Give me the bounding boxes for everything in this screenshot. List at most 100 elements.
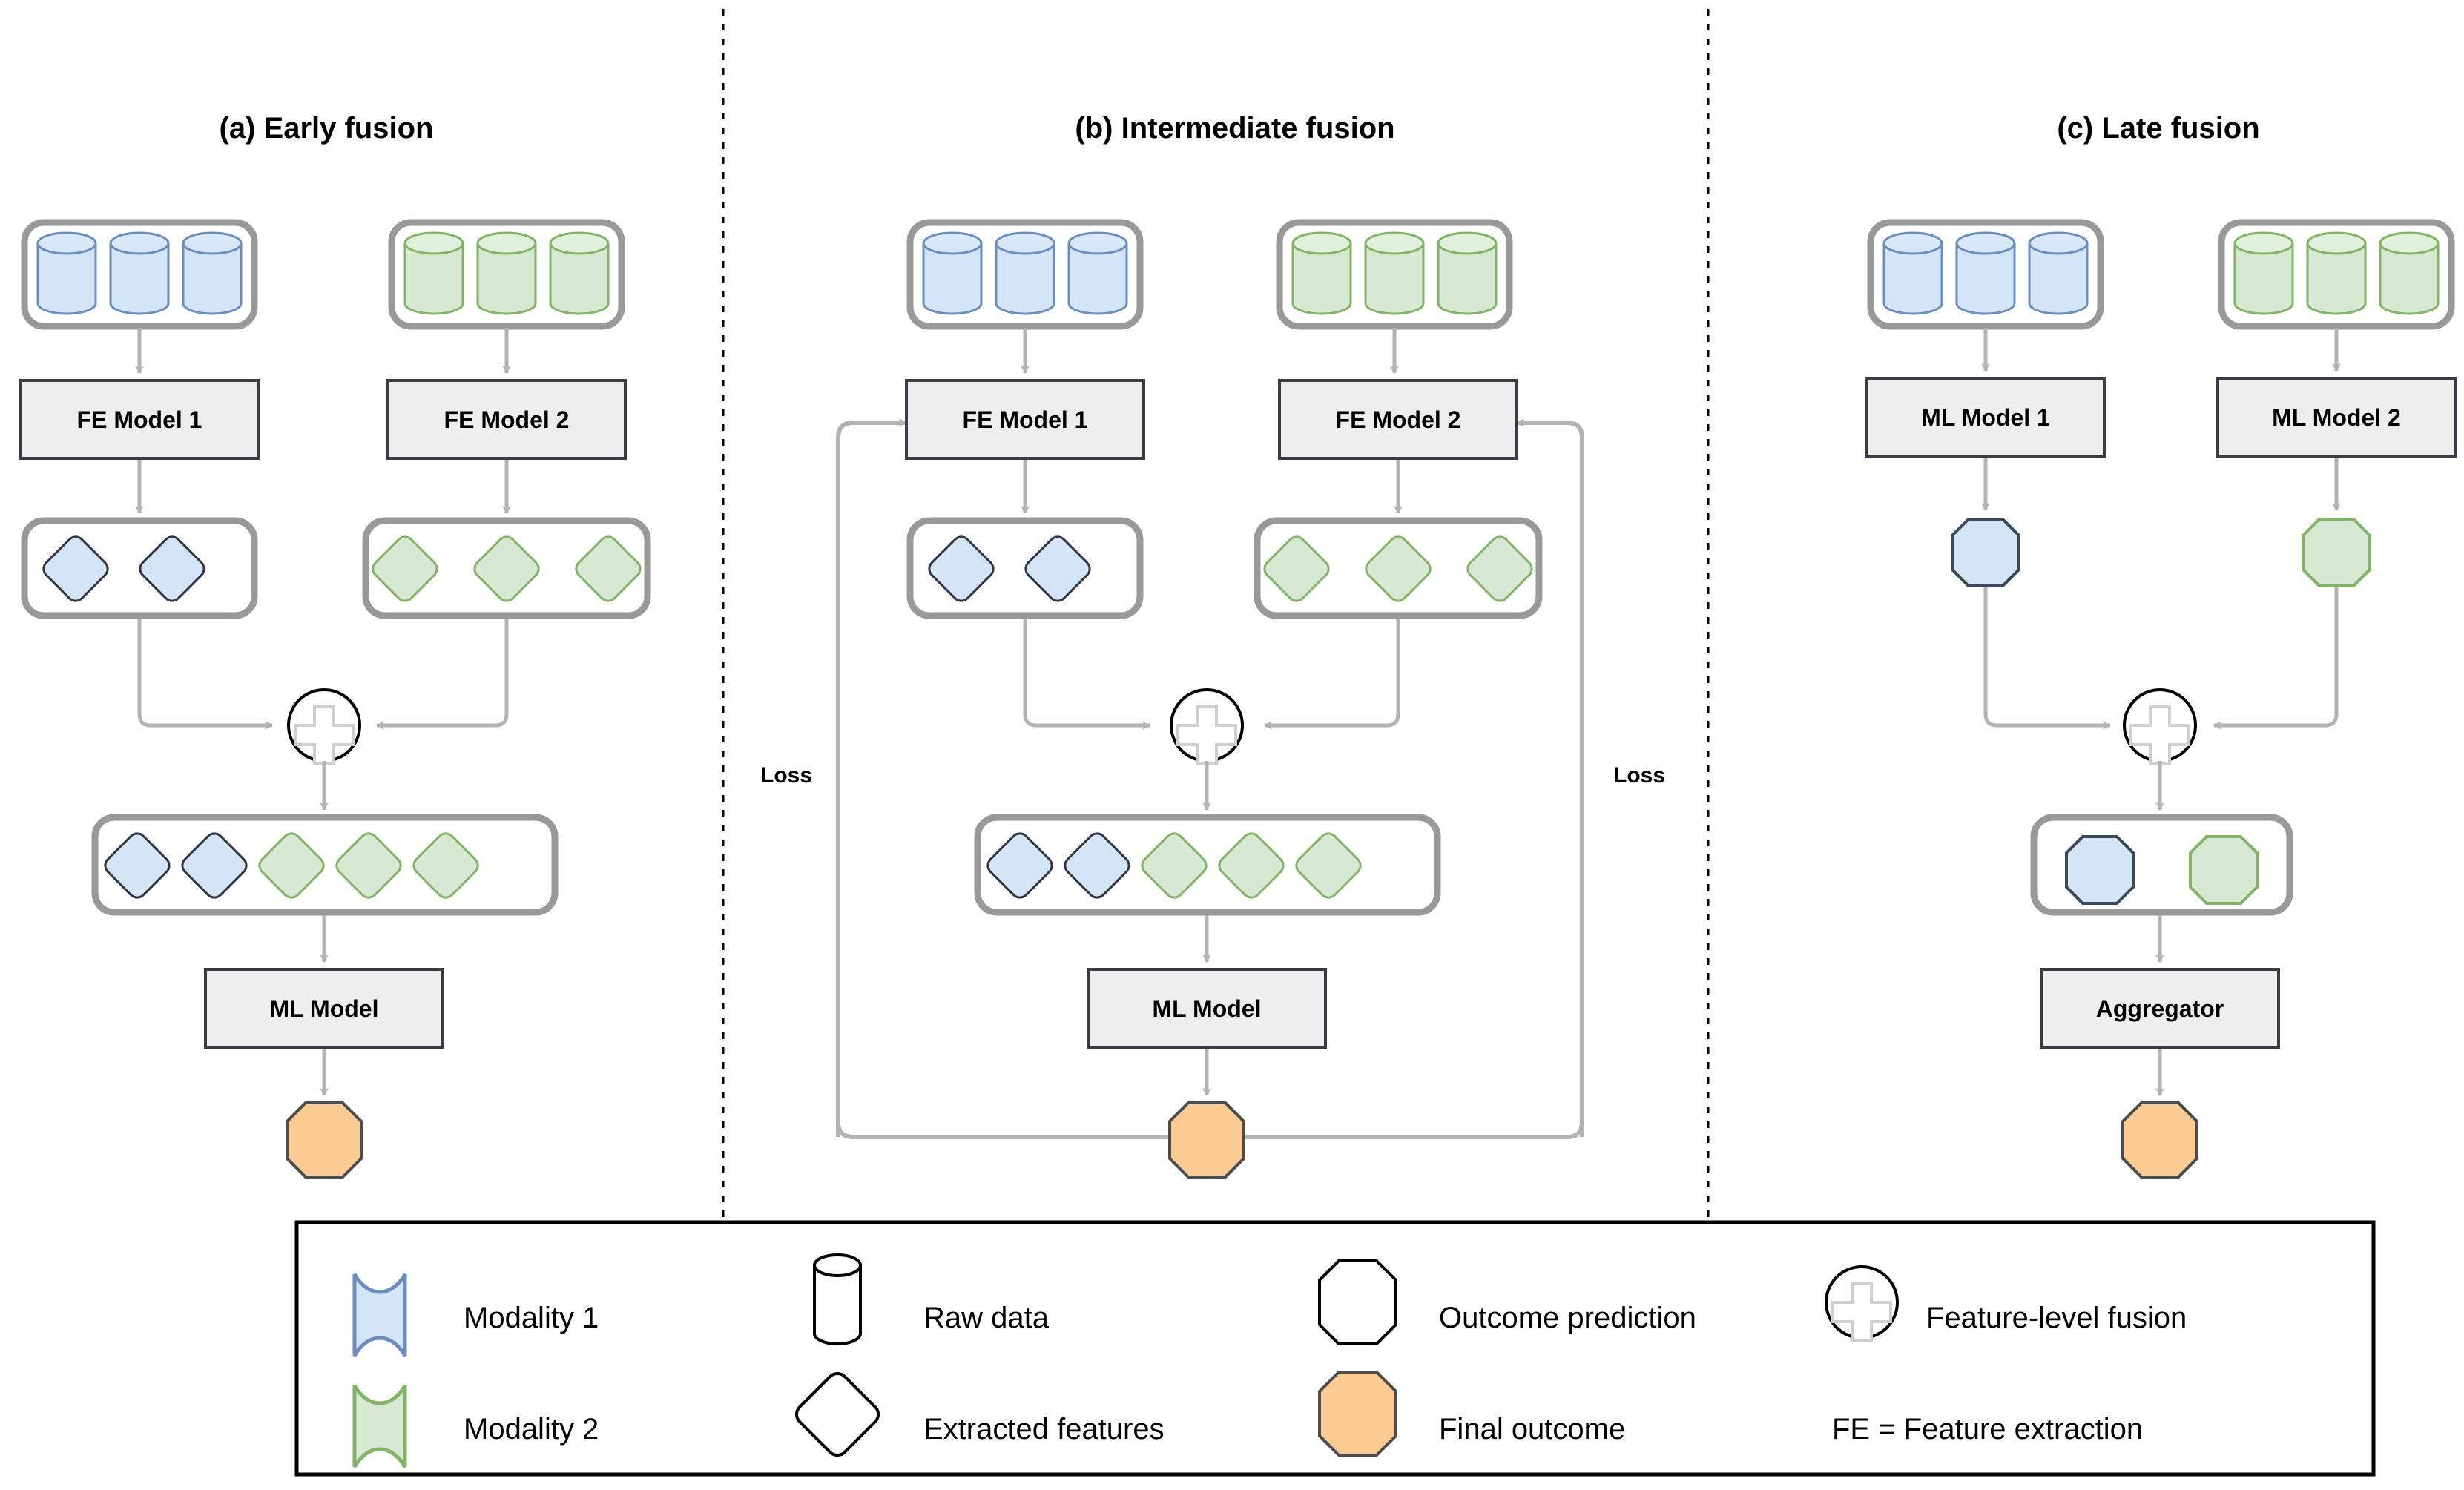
diamond-icon	[575, 535, 642, 602]
process-fe-model-1-label: FE Model 1	[77, 406, 202, 433]
diamond-icon	[139, 535, 205, 602]
diamond-icon	[258, 832, 325, 899]
outcome-prediction-octagon-modality-2	[2189, 835, 2259, 905]
extracted-features-group-modality-1	[21, 517, 258, 619]
raw-data-group-modality-1	[1867, 219, 2104, 330]
cylinder-icon	[813, 1253, 862, 1345]
legend-item-modality-1: Modality 1	[352, 1273, 599, 1357]
diamond-icon	[181, 832, 248, 899]
cylinder-icon	[922, 231, 983, 315]
raw-data-group-modality-1	[21, 219, 258, 330]
final-outcome-octagon	[2121, 1101, 2198, 1179]
process-ml-model-label: ML Model	[1153, 995, 1262, 1022]
cylinder-icon	[476, 231, 537, 315]
plus-icon	[1176, 705, 1237, 765]
extracted-features-group-modality-2	[1254, 517, 1543, 619]
diamond-icon	[986, 832, 1053, 899]
cylinder-icon	[1437, 231, 1498, 315]
cylinder-icon	[2379, 231, 2440, 315]
panel-title-intermediate: (b) Intermediate fusion	[1075, 112, 1394, 145]
loss-label-left: Loss	[760, 763, 812, 788]
diamond-icon	[1466, 535, 1533, 602]
feature-level-fusion-node[interactable]	[2123, 688, 2197, 765]
outcome-prediction-octagon-modality-1	[2065, 835, 2135, 905]
feature-level-fusion-node[interactable]	[287, 688, 361, 765]
legend-item-extracted-features: Extracted features	[794, 1371, 1165, 1457]
plus-icon	[2129, 705, 2190, 765]
extracted-features-group-modality-2	[362, 517, 651, 619]
connector-features1-to-fusion	[137, 619, 273, 730]
legend-label-extracted-features: Extracted features	[923, 1413, 1165, 1446]
fused-features-group	[91, 814, 559, 916]
diamond-icon	[1141, 832, 1208, 899]
process-ml-model-label: ML Model	[270, 995, 379, 1022]
connector-prediction1-to-fusion	[1983, 587, 2111, 730]
process-ml-model-2[interactable]: ML Model 2	[2216, 377, 2457, 458]
loss-feedback-loop-left	[836, 418, 907, 1137]
legend-item-feature-level-fusion: Feature-level fusion	[1825, 1265, 2187, 1342]
document-wave-icon	[352, 1273, 407, 1357]
extracted-features-group-modality-1	[906, 517, 1144, 619]
panel-title-early: (a) Early fusion	[220, 112, 434, 145]
raw-data-group-modality-2	[388, 219, 625, 330]
octagon-icon	[1318, 1259, 1397, 1345]
fused-features-group	[974, 814, 1441, 916]
diamond-icon	[1263, 535, 1330, 602]
panel-early-fusion: FE Model 1	[19, 219, 651, 1179]
legend-label-raw-data: Raw data	[923, 1302, 1050, 1334]
process-ml-model[interactable]: ML Model	[1087, 968, 1327, 1049]
cylinder-icon	[1291, 231, 1352, 315]
legend-panel: Modality 1 Raw data Outcome prediction F…	[294, 1220, 2376, 1477]
process-fe-model-1-label: FE Model 1	[963, 406, 1088, 433]
process-fe-model-1[interactable]: FE Model 1	[905, 379, 1145, 460]
legend-item-modality-2: Modality 2	[352, 1384, 599, 1468]
cylinder-icon	[1364, 231, 1425, 315]
plus-icon	[294, 705, 355, 765]
diamond-icon	[1295, 832, 1362, 899]
process-fe-model-2-label: FE Model 2	[444, 406, 570, 433]
diamond-icon	[794, 1371, 880, 1457]
legend-label-modality-2: Modality 2	[464, 1413, 599, 1446]
legend-label-outcome-prediction: Outcome prediction	[1439, 1302, 1696, 1334]
cylinder-icon	[2028, 231, 2089, 315]
final-outcome-octagon	[1168, 1101, 1245, 1179]
process-aggregator-label: Aggregator	[2096, 995, 2224, 1022]
cylinder-icon	[995, 231, 1055, 315]
cylinder-icon	[2306, 231, 2367, 315]
cylinder-icon	[1882, 231, 1943, 315]
process-ml-model-1[interactable]: ML Model 1	[1865, 377, 2106, 458]
process-ml-model[interactable]: ML Model	[204, 968, 444, 1049]
legend-label-modality-1: Modality 1	[464, 1302, 599, 1334]
connector-features1-to-fusion	[1023, 619, 1150, 730]
panel-intermediate-fusion: Loss Loss FE Model 1	[760, 219, 1665, 1179]
legend-item-final-outcome: Final outcome	[1318, 1371, 1625, 1457]
process-fe-model-2[interactable]: FE Model 2	[1278, 379, 1518, 460]
diamond-icon	[335, 832, 402, 899]
process-fe-model-2[interactable]: FE Model 2	[386, 379, 627, 460]
diamond-icon	[42, 535, 109, 602]
diamond-icon	[372, 535, 438, 602]
diamond-icon	[104, 832, 171, 899]
outcome-prediction-octagon-modality-2	[2302, 518, 2371, 587]
panel-late-fusion: ML Model 1 ML Model 2	[1865, 219, 2457, 1179]
cylinder-icon	[2233, 231, 2294, 315]
cylinder-icon	[182, 231, 243, 315]
process-ml-model-1-label: ML Model 1	[1921, 404, 2050, 431]
connector-features2-to-fusion	[376, 619, 509, 730]
feature-level-fusion-node[interactable]	[1170, 688, 1244, 765]
cylinder-icon	[109, 231, 170, 315]
process-aggregator[interactable]: Aggregator	[2040, 968, 2280, 1049]
process-fe-model-1[interactable]: FE Model 1	[19, 379, 260, 460]
legend-label-fe-abbreviation: FE = Feature extraction	[1832, 1413, 2143, 1446]
cylinder-icon	[549, 231, 610, 315]
final-outcome-octagon	[286, 1101, 363, 1179]
legend-item-outcome-prediction: Outcome prediction	[1318, 1259, 1696, 1345]
diamond-icon	[928, 535, 995, 602]
diamond-icon	[1365, 535, 1432, 602]
legend-label-final-outcome: Final outcome	[1439, 1413, 1625, 1446]
process-fe-model-2-label: FE Model 2	[1336, 406, 1461, 433]
legend-item-fe-abbreviation: FE = Feature extraction	[1832, 1413, 2143, 1446]
diamond-icon	[1064, 832, 1130, 899]
cylinder-icon	[36, 231, 97, 315]
